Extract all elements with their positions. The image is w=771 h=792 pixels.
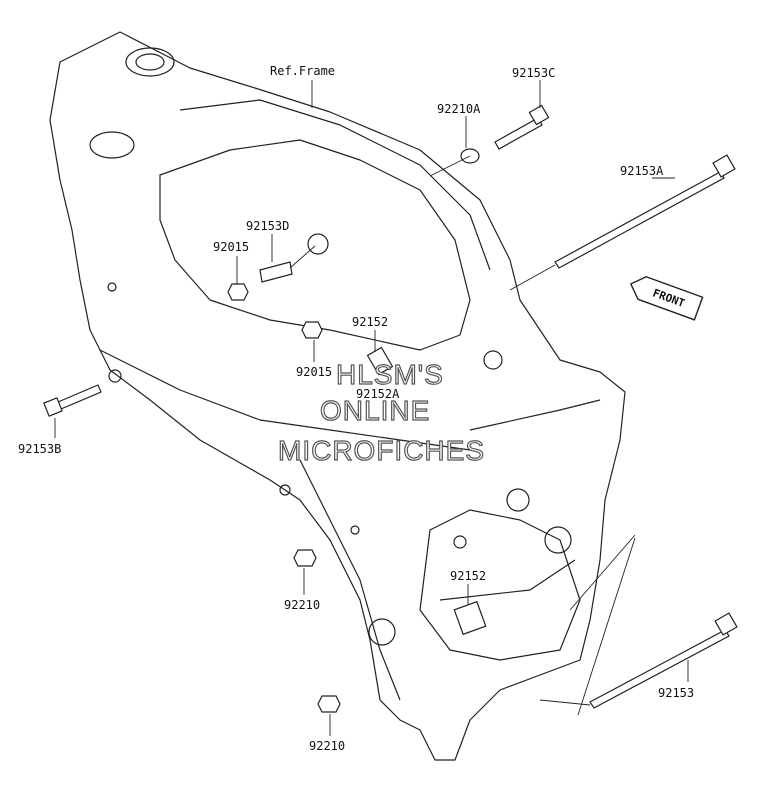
- part-label-92015-b: 92015: [296, 365, 332, 379]
- bolt-head-92153a: [712, 154, 736, 178]
- frame-hole: [307, 233, 329, 255]
- part-label-92152-top: 92152: [352, 315, 388, 329]
- frame-hole: [279, 484, 291, 496]
- bolt-92153c: [494, 117, 543, 150]
- watermark-line-3: MICROFICHES: [278, 435, 485, 466]
- part-label-92153a: 92153A: [620, 164, 664, 178]
- front-arrow: FRONT: [629, 275, 704, 321]
- frame-upper-spar: [179, 99, 491, 271]
- bolt-head-92153c: [528, 104, 550, 126]
- bolt-92153a: [554, 171, 725, 269]
- spacer-92152-mid: [453, 600, 487, 636]
- watermark-line-1: HLSM'S: [336, 359, 444, 390]
- frame-hole: [483, 350, 503, 370]
- frame-hole: [544, 526, 572, 554]
- frame-hole: [108, 369, 122, 383]
- ref-frame-label: Ref.Frame: [270, 64, 335, 78]
- guide-line: [289, 245, 316, 269]
- frame-downtube: [299, 459, 401, 701]
- spacer-92152-top: [366, 346, 394, 376]
- bolt-head-92153b: [43, 397, 63, 417]
- bolt-92153b: [57, 384, 102, 410]
- part-label-92015: 92015: [213, 240, 249, 254]
- watermark-line-2: ONLINE: [320, 395, 430, 426]
- steering-head-bottom: [89, 131, 135, 159]
- part-label-92153c: 92153C: [512, 66, 555, 80]
- part-label-92210a: 92210A: [437, 102, 481, 116]
- part-label-92210-left: 92210: [284, 598, 320, 612]
- guide-line: [569, 534, 636, 611]
- guide-line: [509, 264, 556, 291]
- frame-lower-spar: [99, 349, 471, 451]
- frame-side-rib: [469, 399, 601, 431]
- nut-92210-bottom: [317, 695, 341, 713]
- nut-92015-b: [301, 321, 323, 339]
- guide-line: [429, 155, 471, 177]
- frame-hole: [350, 525, 360, 535]
- steering-head-top: [125, 47, 175, 77]
- guide-line: [577, 537, 636, 716]
- bolt-92153d: [259, 261, 293, 283]
- part-label-92152-mid: 92152: [450, 569, 486, 583]
- nut-92210-left: [293, 549, 317, 567]
- part-label-92152a: 92152A: [356, 387, 400, 401]
- frame-hole: [107, 282, 117, 292]
- frame-outline: [49, 31, 626, 761]
- frame-hole: [453, 535, 467, 549]
- bolt-92153: [589, 629, 730, 709]
- frame-hole: [506, 488, 530, 512]
- part-label-92153b: 92153B: [18, 442, 61, 456]
- swingarm-pivot-body: [419, 509, 581, 661]
- frame-inner-opening: [159, 139, 471, 351]
- frame-hole: [368, 618, 396, 646]
- part-label-92153d: 92153D: [246, 219, 289, 233]
- nut-92015: [227, 283, 249, 301]
- part-label-92153: 92153: [658, 686, 694, 700]
- part-label-92210-bottom: 92210: [309, 739, 345, 753]
- steering-head-inner: [135, 53, 165, 71]
- bolt-head-92153: [714, 612, 738, 636]
- frame-side-rib-2: [439, 559, 576, 601]
